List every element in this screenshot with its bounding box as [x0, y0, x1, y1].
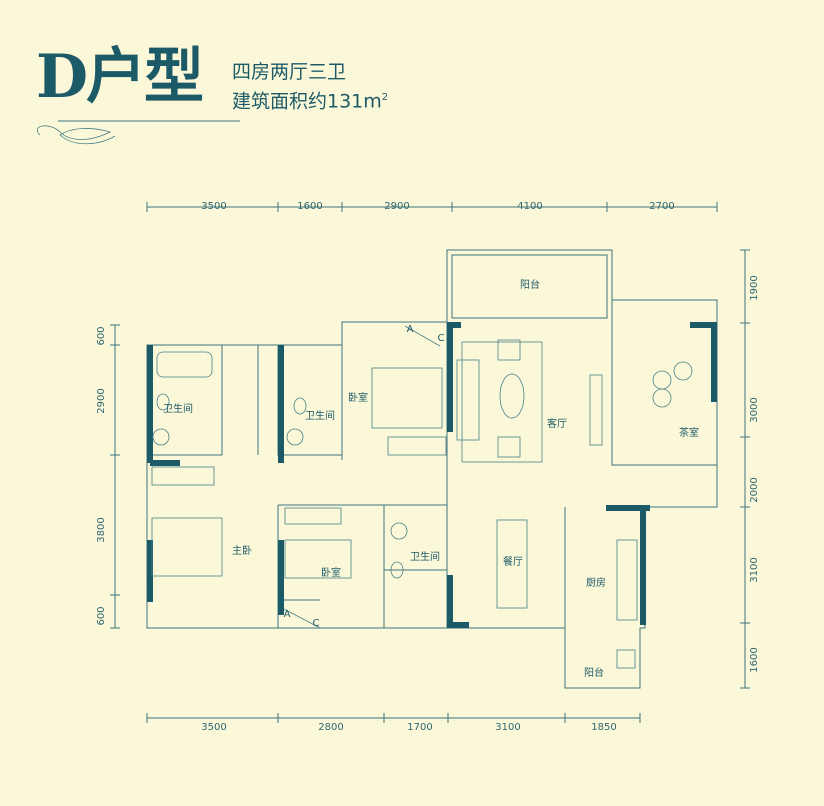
ac-label-a: A [284, 609, 291, 620]
dim-label: 2800 [318, 722, 343, 733]
dim-label: 3000 [749, 397, 760, 422]
room-labels: 卫生间 卫生间 卧室 客厅 茶室 阳台 主卧 卧室 卫生间 餐厅 厨房 阳台 A… [163, 278, 699, 679]
wardrobe-icon [387, 436, 447, 456]
room-label-tea-room: 茶室 [679, 426, 699, 439]
dim-label: 3100 [749, 557, 760, 582]
unit-title-text: 户型 [86, 42, 204, 112]
dim-label: 1700 [407, 722, 432, 733]
furniture [151, 325, 693, 669]
toilet-icon [390, 561, 404, 579]
room-label-balcony-top: 阳台 [520, 278, 540, 291]
room-label-master-bedroom: 主卧 [232, 544, 252, 557]
dim-label: 3500 [201, 201, 226, 212]
room-label-kitchen: 厨房 [586, 576, 606, 589]
wardrobe-icon [151, 466, 215, 486]
dim-label: 2700 [649, 201, 674, 212]
ac-label-c: C [438, 333, 445, 344]
unit-area: 建筑面积约131m2 [232, 86, 388, 113]
sink-icon [286, 428, 304, 446]
dim-label: 1600 [749, 647, 760, 672]
tea-table-icon [652, 388, 672, 408]
room-label-bath-2: 卫生间 [305, 409, 335, 422]
dim-label: 3500 [201, 722, 226, 733]
washer-icon [616, 649, 636, 669]
dimension-left: 600 2900 3800 600 [96, 325, 116, 628]
chair-icon [673, 361, 693, 381]
dim-label: 1850 [591, 722, 616, 733]
dim-label: 600 [96, 326, 107, 345]
sofa-icon [456, 359, 480, 441]
walls [146, 249, 718, 689]
sink-icon [390, 522, 408, 540]
bed-icon [284, 539, 352, 579]
dim-label: 1900 [749, 275, 760, 300]
dim-label: 3100 [495, 722, 520, 733]
room-label-bath-1: 卫生间 [163, 402, 193, 415]
bed-icon [371, 367, 443, 429]
room-label-bedroom-2: 卧室 [321, 566, 341, 579]
ac-label-c: C [313, 618, 320, 629]
ac-unit-diagonal [404, 325, 441, 347]
room-label-balcony-bottom: 阳台 [584, 666, 604, 679]
ac-unit-diagonal [283, 608, 321, 629]
coffee-table-icon [499, 373, 525, 419]
toilet-icon [293, 397, 307, 415]
sink-icon [152, 428, 170, 446]
rug-icon [461, 341, 543, 463]
room-label-living: 客厅 [547, 417, 567, 430]
dim-label: 3800 [96, 517, 107, 542]
toilet-icon [156, 393, 170, 411]
area-text: 建筑面积约131m [232, 90, 382, 113]
dimension-ticks [110, 202, 750, 723]
unit-title: D户型 [36, 42, 204, 112]
dim-label: 4100 [517, 201, 542, 212]
room-label-dining: 餐厅 [503, 555, 523, 568]
ac-label-a: A [407, 324, 414, 335]
dim-label: 1600 [297, 201, 322, 212]
dining-table-icon [496, 519, 528, 609]
dimension-right: 1900 3000 2000 3100 1600 [744, 250, 760, 688]
dim-label: 2900 [96, 388, 107, 413]
counter-icon [616, 539, 638, 621]
armchair-icon [497, 436, 521, 458]
dim-label: 2000 [749, 477, 760, 502]
chair-icon [652, 370, 672, 390]
dim-label: 2900 [384, 201, 409, 212]
bathtub-icon [156, 351, 213, 378]
dimension-bottom: 3500 2800 1700 3100 1850 [147, 717, 640, 733]
master-bed-icon [151, 517, 223, 577]
unit-letter: D [36, 42, 88, 112]
dim-label: 600 [96, 606, 107, 625]
ornament-flourish [37, 120, 240, 145]
room-label-bath-3: 卫生间 [410, 550, 440, 563]
unit-layout: 四房两厅三卫 [232, 61, 347, 83]
wardrobe-icon [284, 507, 342, 525]
dimension-top: 3500 1600 2900 4100 2700 [147, 201, 717, 212]
tv-cabinet-icon [589, 374, 603, 446]
room-label-bedroom-1: 卧室 [348, 391, 368, 404]
armchair-icon [497, 339, 521, 361]
area-superscript: 2 [381, 92, 389, 103]
